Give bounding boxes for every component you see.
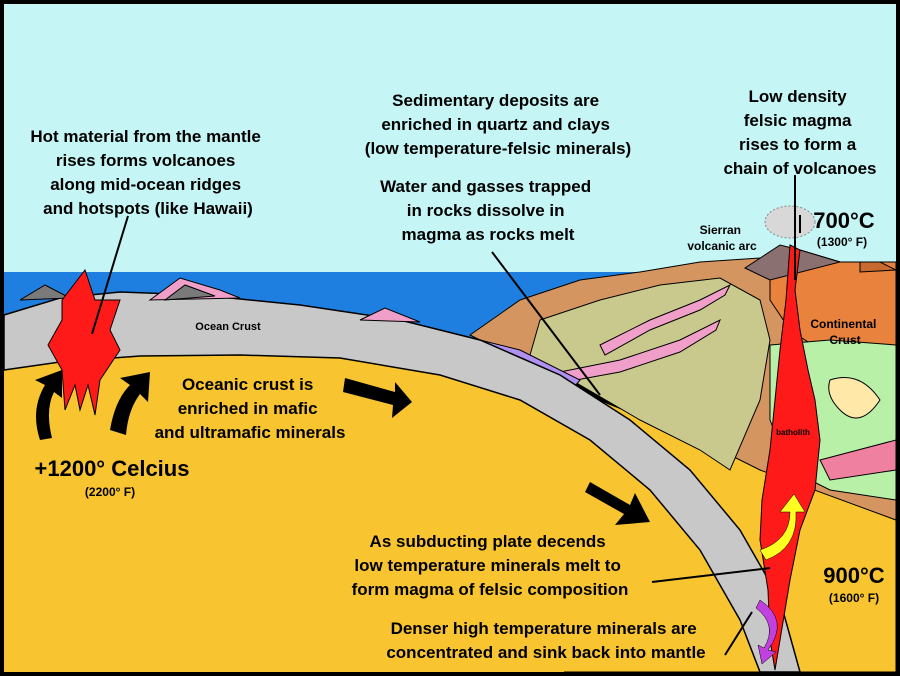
seamount (19, 284, 72, 301)
water-gasses-label: Water and gasses trapped in rocks dissol… (380, 177, 596, 244)
hot-material-label: Hot material from the mantle rises forms… (30, 127, 265, 218)
convection-arrow-left (35, 370, 62, 440)
temp-900-f: (1600° F) (829, 591, 879, 605)
convection-arrow-right (110, 372, 150, 435)
sedimentary-label: Sedimentary deposits are enriched in qua… (365, 91, 631, 158)
sink-arrow (755, 599, 778, 665)
temp-1200: +1200° Celcius (35, 456, 190, 481)
low-density-label: Low density felsic magma rises to form a… (723, 87, 876, 178)
temp-700-f: (1300° F) (817, 235, 867, 249)
mantle-fill (4, 365, 564, 672)
seamount (163, 284, 216, 301)
temp-700: 700°C (813, 208, 875, 233)
temp-900: 900°C (823, 563, 885, 588)
dike (819, 439, 897, 481)
leader-line (651, 567, 771, 583)
continental-crust-label: Continental Crust (810, 317, 879, 347)
oceanic-crust-enriched-label: Oceanic crust is enriched in mafic and u… (155, 375, 346, 442)
ash-cloud (764, 205, 816, 239)
denser-label: Denser high temperature minerals are con… (386, 619, 705, 662)
subducting-label: As subducting plate decends low temperat… (352, 532, 629, 599)
seamount (359, 307, 421, 323)
ocean-crust-label: Ocean Crust (195, 321, 261, 333)
temp-1200-f: (2200° F) (85, 485, 135, 499)
magma-rise-arrow (759, 493, 806, 561)
arc-volcano (859, 261, 898, 273)
ridge-plume (47, 268, 121, 416)
sediment-strip (599, 283, 732, 356)
sky (4, 4, 896, 272)
leader-line (491, 251, 601, 396)
batholith (759, 244, 821, 671)
leader-line (724, 611, 753, 656)
sierran-label: Sierran volcanic arc (687, 223, 757, 253)
leader-line (91, 215, 129, 335)
sediment-strip (559, 318, 721, 383)
plate-motion-arrow (585, 482, 650, 525)
batholith-label: batholith (776, 428, 810, 437)
plate-motion-arrow (343, 378, 412, 418)
metamorphic-fold (828, 377, 881, 419)
